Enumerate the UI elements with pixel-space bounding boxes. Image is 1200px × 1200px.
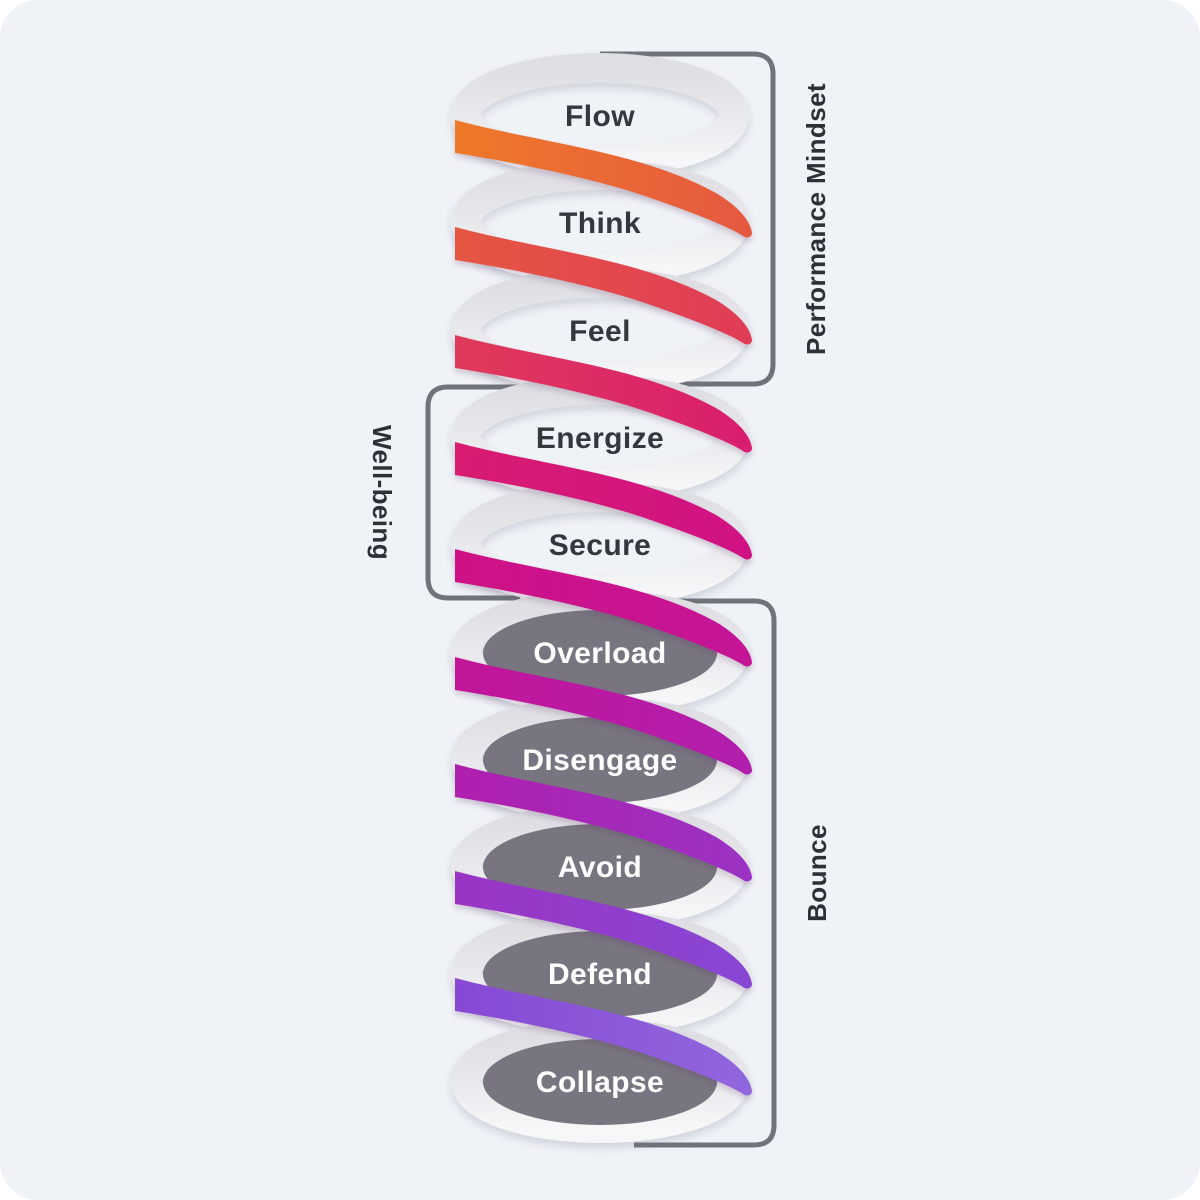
spiral-level-label: Flow (565, 100, 635, 133)
spiral-level-label: Overload (533, 637, 666, 670)
bracket-label: Well-being (367, 425, 397, 560)
spiral-band (455, 978, 752, 1096)
spiral-band (455, 764, 752, 882)
spiral-disc (483, 610, 717, 696)
spiral-band (455, 871, 752, 989)
spiral-band (455, 227, 752, 345)
spiral-band (455, 549, 752, 667)
spiral-level-label: Think (559, 207, 641, 240)
spiral-disc (483, 824, 717, 910)
spiral-level-label: Secure (549, 529, 651, 562)
spiral-level-label: Disengage (522, 744, 677, 777)
spiral-band (455, 120, 752, 238)
spiral-band (455, 442, 752, 560)
spiral-band (455, 657, 752, 775)
bracket-label: Bounce (802, 824, 832, 922)
spiral-level-label: Energize (536, 422, 664, 455)
spiral-disc (483, 1039, 717, 1125)
spiral-discs-layer (483, 610, 717, 1125)
spiral-level-label: Avoid (558, 851, 642, 884)
spiral-band (455, 335, 752, 453)
bracket-label: Performance Mindset (801, 83, 831, 355)
spiral-level-label: Collapse (536, 1066, 664, 1099)
spiral-bands-layer (455, 120, 752, 1096)
spiral-labels-layer: FlowThinkFeelEnergizeSecureOverloadDisen… (522, 100, 677, 1099)
spiral-disc (483, 931, 717, 1017)
bracket-right-2 (634, 598, 777, 1148)
bracket-left-1 (425, 384, 520, 601)
bracket-right-0 (600, 51, 776, 387)
spiral-disc (483, 717, 717, 803)
spiral-level-label: Defend (548, 958, 652, 991)
spiral-level-label: Feel (569, 315, 631, 348)
